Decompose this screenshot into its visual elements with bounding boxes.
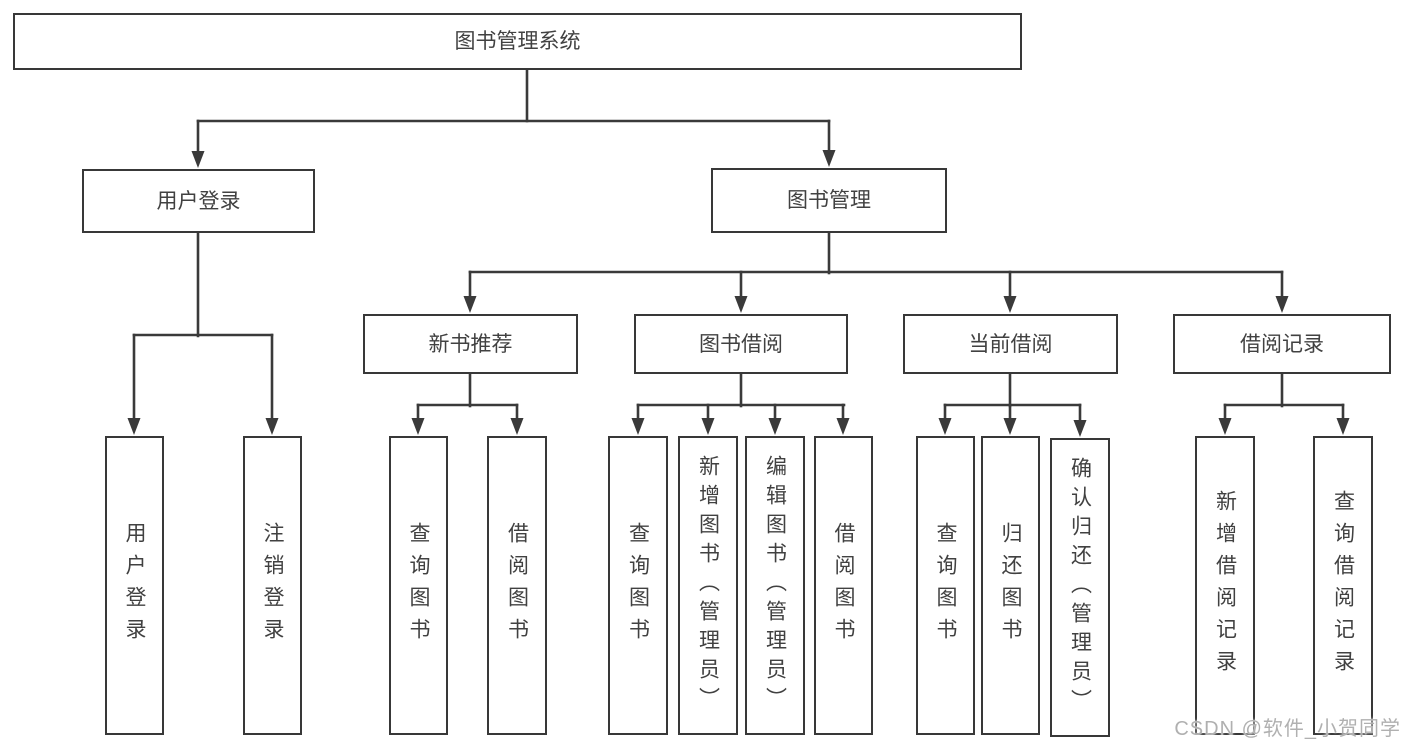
node-book-management-label: 图书管理 <box>787 189 871 212</box>
leaf-add-borrow-record: 新增借阅记录 <box>1195 436 1255 735</box>
node-user-login-label: 用户登录 <box>156 189 241 213</box>
leaf-user-login: 用户登录 <box>105 436 164 735</box>
leaf-query-books-recommend: 查询图书 <box>389 436 448 735</box>
leaf-return-book-label: 归还图书 <box>999 521 1022 650</box>
leaf-query-books-borrow-label: 查询图书 <box>626 521 650 650</box>
leaf-logout: 注销登录 <box>243 436 302 735</box>
node-current-borrow-label: 当前借阅 <box>968 332 1053 356</box>
leaf-borrow-books-recommend: 借阅图书 <box>487 436 547 735</box>
node-book-management: 图书管理 <box>711 168 947 233</box>
leaf-add-borrow-record-label: 新增借阅记录 <box>1213 489 1237 682</box>
leaf-borrow-books-recommend-label: 借阅图书 <box>505 521 529 650</box>
node-new-book-recommend: 新书推荐 <box>363 314 578 374</box>
node-new-book-recommend-label: 新书推荐 <box>428 332 513 356</box>
node-book-borrow-label: 图书借阅 <box>699 332 783 356</box>
leaf-confirm-return-admin: 确认归还（管理员） <box>1050 438 1110 737</box>
leaf-query-borrow-record-label: 查询借阅记录 <box>1331 489 1355 682</box>
leaf-user-login-label: 用户登录 <box>123 521 146 650</box>
leaf-logout-label: 注销登录 <box>261 521 284 650</box>
leaf-query-books-recommend-label: 查询图书 <box>407 521 430 650</box>
node-book-borrow: 图书借阅 <box>634 314 848 374</box>
leaf-edit-book-admin: 编辑图书（管理员） <box>745 436 805 735</box>
leaf-query-books-current: 查询图书 <box>916 436 975 735</box>
leaf-borrow-books-borrow-label: 借阅图书 <box>832 521 855 650</box>
node-user-login: 用户登录 <box>82 169 315 233</box>
leaf-borrow-books-borrow: 借阅图书 <box>814 436 873 735</box>
leaf-add-book-admin: 新增图书（管理员） <box>678 436 738 735</box>
node-borrow-records-label: 借阅记录 <box>1240 332 1324 356</box>
leaf-edit-book-admin-label: 编辑图书（管理员） <box>763 455 787 716</box>
leaf-query-borrow-record: 查询借阅记录 <box>1313 436 1373 735</box>
leaf-return-book: 归还图书 <box>981 436 1040 735</box>
leaf-confirm-return-admin-label: 确认归还（管理员） <box>1068 457 1092 718</box>
node-borrow-records: 借阅记录 <box>1173 314 1391 374</box>
node-current-borrow: 当前借阅 <box>903 314 1118 374</box>
node-root: 图书管理系统 <box>13 13 1022 70</box>
leaf-query-books-borrow: 查询图书 <box>608 436 668 735</box>
node-root-label: 图书管理系统 <box>454 30 581 53</box>
leaf-add-book-admin-label: 新增图书（管理员） <box>696 455 720 716</box>
leaf-query-books-current-label: 查询图书 <box>934 521 957 650</box>
